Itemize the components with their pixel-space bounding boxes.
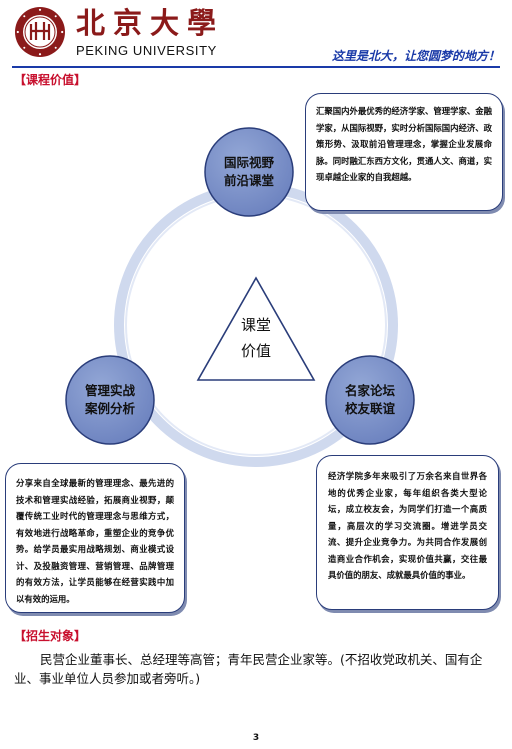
page-number: 3: [252, 733, 260, 743]
node-management-circle: [65, 355, 155, 445]
node-management: 管理实战 案例分析: [65, 382, 155, 418]
node-label-line: 名家论坛: [344, 383, 395, 398]
node-international-circle: [204, 127, 294, 217]
page-header: 北京大學 PEKING UNIVERSITY 这里是北大，让您圆梦的地方！: [0, 0, 512, 66]
section-title-enrollment: 【招生对象】: [14, 629, 87, 643]
center-line-2: 价值: [240, 342, 271, 360]
section-title-course-value: 【课程价值】: [14, 73, 87, 87]
center-label: 课堂 价值: [226, 312, 286, 364]
enrollment-text: 民营企业董事长、总经理等高管；青年民营企业家等。(不招收党政机关、国有企业、事业…: [14, 652, 483, 686]
node-forum-circle: [325, 355, 415, 445]
callout-management: 分享来自全球最新的管理理念、最先进的技术和管理实战经验，拓展商业视野，颠覆传统工…: [5, 463, 185, 613]
node-label-line: 管理实战: [84, 383, 135, 398]
node-label-line: 校友联谊: [344, 401, 395, 416]
node-international: 国际视野 前沿课堂: [204, 154, 294, 190]
callout-forum: 经济学院多年来吸引了万余名来自世界各地的优秀企业家，每年组织各类大型论坛，成立校…: [316, 455, 499, 610]
header-slogan: 这里是北大，让您圆梦的地方！: [331, 49, 500, 63]
node-label-line: 前沿课堂: [223, 173, 274, 188]
callout-international: 汇聚国内外最优秀的经济学家、管理学家、金融学家，从国际视野，实时分析国际国内经济…: [305, 93, 503, 211]
node-forum: 名家论坛 校友联谊: [325, 382, 415, 418]
university-seal-icon: [15, 7, 65, 57]
logo-chinese: 北京大學: [76, 6, 225, 40]
node-label-line: 国际视野: [223, 155, 274, 170]
node-label-line: 案例分析: [84, 401, 135, 416]
logo-english: PEKING UNIVERSITY: [76, 43, 217, 58]
header-divider: [12, 66, 500, 68]
center-line-1: 课堂: [240, 316, 271, 334]
center-triangle: [196, 276, 316, 381]
